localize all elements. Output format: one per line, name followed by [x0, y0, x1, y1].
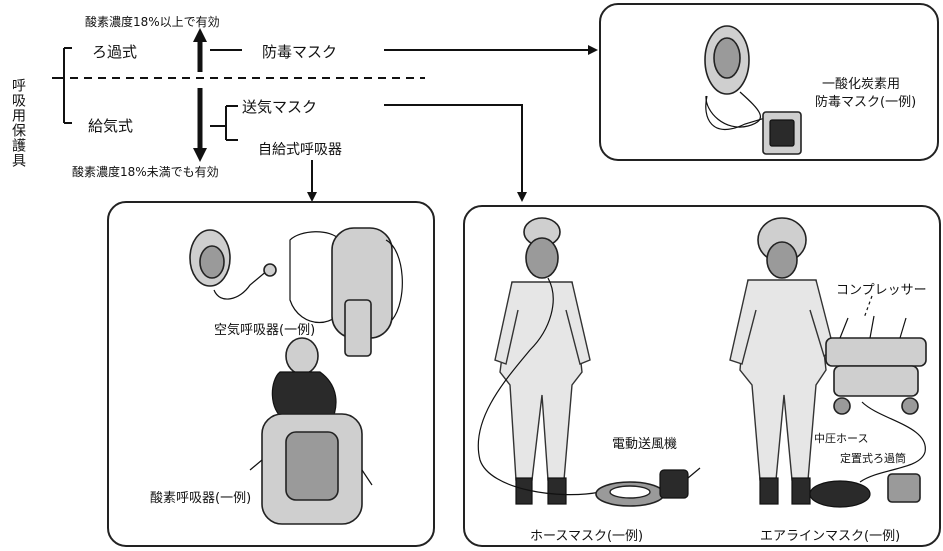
gas-mask-panel	[599, 3, 939, 161]
compressor-label: コンプレッサー	[836, 283, 927, 298]
medium-pressure-hose-illustration	[809, 401, 926, 508]
oxygen-note-bottom: 酸素濃度18%未満でも有効	[72, 164, 219, 179]
vertical-title: 呼吸用保護具	[10, 78, 26, 168]
air-breathing-apparatus-illustration	[189, 227, 403, 357]
tree-bracket	[52, 47, 72, 124]
air-supply-mask-label: 送気マスク	[242, 98, 317, 116]
fixed-filter-cylinder-label: 定置式ろ過筒	[840, 451, 906, 465]
supply-type-label: 給気式	[88, 117, 133, 135]
airline-mask-worker-illustration	[729, 217, 835, 505]
oxygen-note-top: 酸素濃度18%以上で有効	[85, 14, 220, 29]
electric-blower-illustration	[595, 467, 701, 507]
co-mask-label-1: 一酸化炭素用	[822, 77, 900, 92]
co-gas-mask-illustration	[704, 25, 802, 155]
air-breathing-apparatus-label: 空気呼吸器(一例)	[214, 322, 315, 338]
medium-pressure-hose-label: 中圧ホース	[814, 432, 868, 445]
air-supply-panel	[463, 205, 941, 547]
hose-mask-label: ホースマスク(一例)	[530, 529, 643, 544]
gas-mask-label: 防毒マスク	[262, 43, 337, 61]
scba-label: 自給式呼吸器	[258, 142, 342, 158]
co-mask-label-2: 防毒マスク(一例)	[815, 94, 916, 110]
hose-mask-worker-illustration	[477, 217, 601, 505]
filter-type-label: ろ過式	[92, 43, 137, 61]
electric-blower-label: 電動送風機	[612, 437, 677, 452]
airline-mask-label: エアラインマスク(一例)	[760, 529, 900, 544]
oxygen-breathing-apparatus-illustration	[249, 337, 373, 525]
oxygen-breathing-apparatus-label: 酸素呼吸器(一例)	[150, 491, 251, 506]
compressor-illustration	[825, 295, 927, 415]
arrow-to-air-supply-panel	[384, 104, 527, 202]
